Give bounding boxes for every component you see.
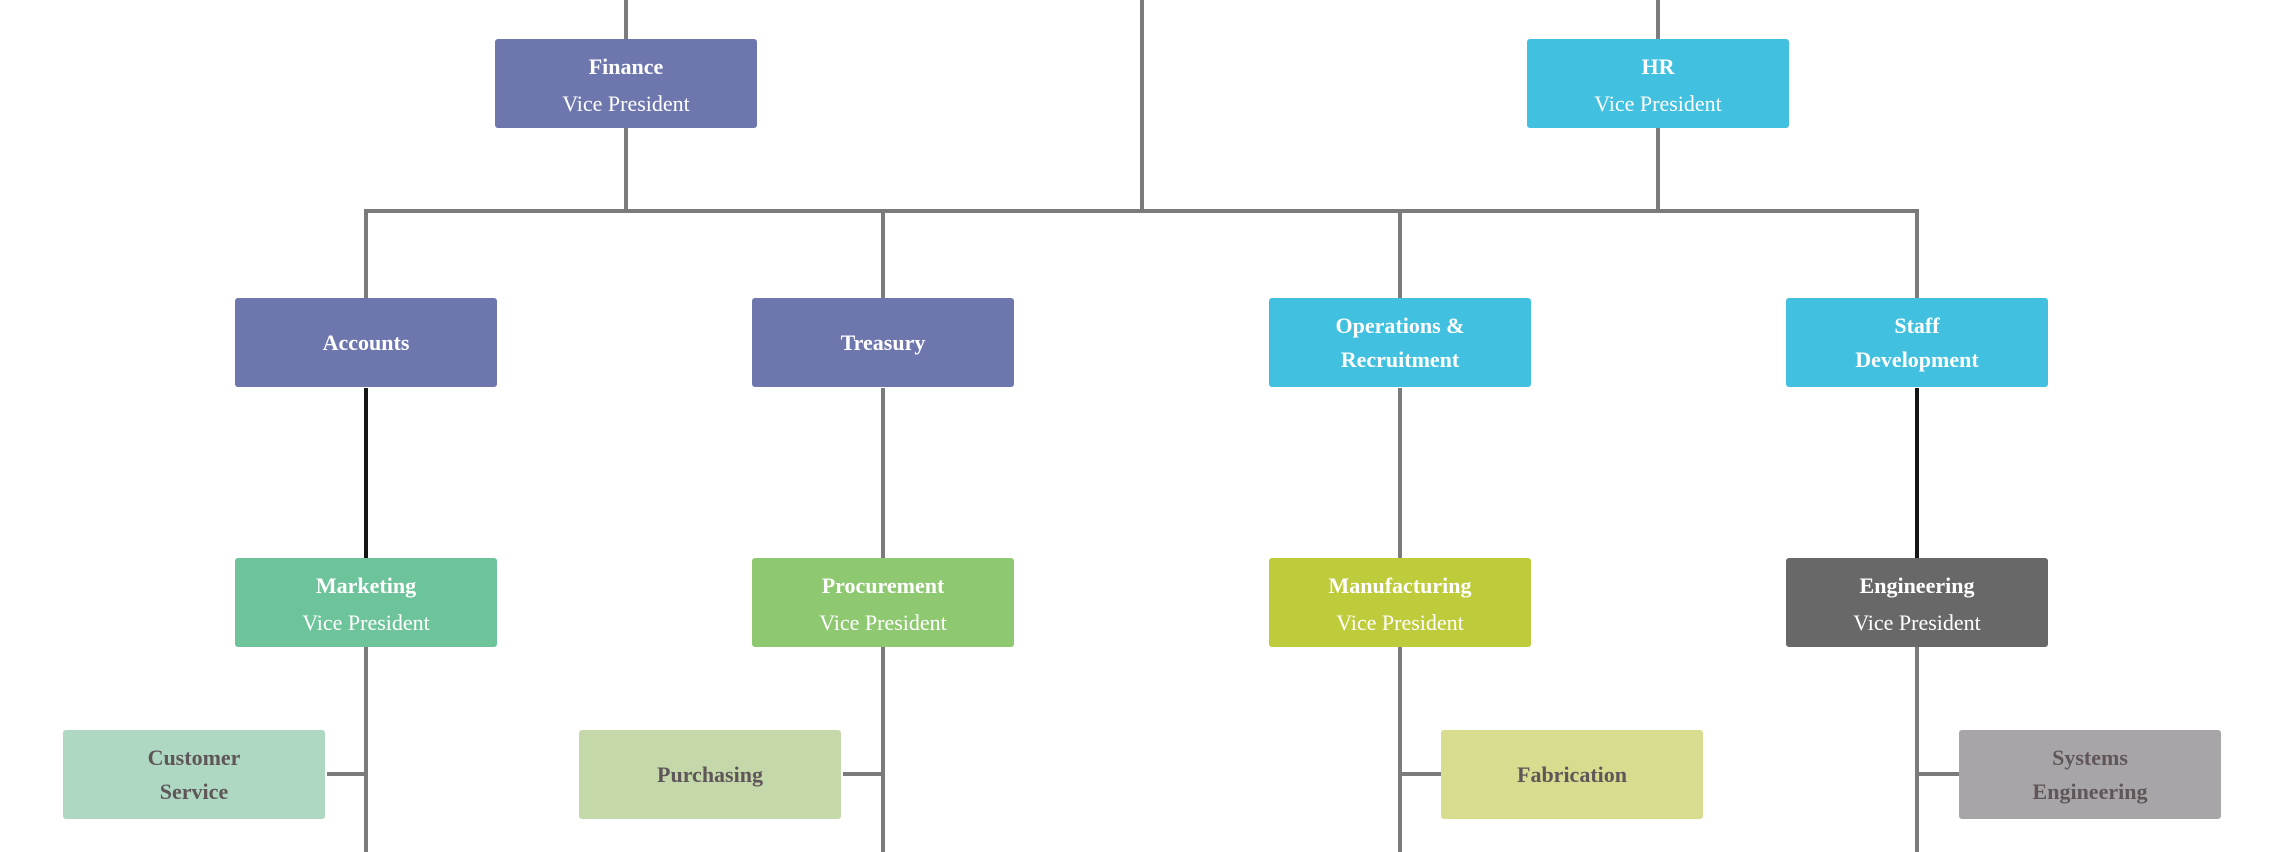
node-subtitle: Vice President [1336,609,1464,635]
connector-marketing-down [364,646,368,852]
connector-stub-customer-service [327,772,366,776]
node-customer-service[interactable]: Customer Service [63,730,325,819]
connector-accounts-to-marketing [364,388,368,558]
connector-top-to-finance [624,0,628,39]
node-subtitle: Vice President [1853,609,1981,635]
node-title: Operations & Recruitment [1335,312,1465,372]
connector-bus-to-operations [1398,211,1402,298]
node-accounts[interactable]: Accounts [235,298,497,387]
node-purchasing[interactable]: Purchasing [579,730,841,819]
connector-stub-fabrication [1400,772,1441,776]
connector-bus-to-staff-development [1915,211,1919,298]
connector-center-trunk [1140,0,1144,213]
node-title: Systems Engineering [2032,744,2148,804]
node-treasury[interactable]: Treasury [752,298,1014,387]
node-operations-recruitment[interactable]: Operations & Recruitment [1269,298,1531,387]
connector-bus-to-treasury [881,211,885,298]
node-subtitle: Vice President [562,90,690,116]
connector-manufacturing-down [1398,646,1402,852]
node-title: Staff Development [1855,312,1979,372]
node-fabrication[interactable]: Fabrication [1441,730,1703,819]
node-title: Fabrication [1517,761,1627,787]
connector-operations-to-manufacturing [1398,388,1402,558]
node-title: Engineering [1859,572,1975,598]
connector-staff-development-to-engineering [1915,388,1919,558]
node-title: Marketing [315,572,417,598]
connector-treasury-to-procurement [881,388,885,558]
node-engineering[interactable]: Engineering Vice President [1786,558,2048,647]
node-title: Manufacturing [1328,572,1472,598]
node-title: Treasury [840,329,926,355]
node-manufacturing[interactable]: Manufacturing Vice President [1269,558,1531,647]
node-subtitle: Vice President [302,609,430,635]
node-title: Procurement [821,572,945,598]
connector-finance-to-bus [624,128,628,213]
connector-stub-systems-engineering [1917,772,1959,776]
connector-engineering-down [1915,646,1919,852]
node-hr[interactable]: HR Vice President [1527,39,1789,128]
node-title: Finance [588,53,664,79]
node-finance[interactable]: Finance Vice President [495,39,757,128]
node-title: Purchasing [657,761,763,787]
connector-top-to-hr [1656,0,1660,39]
node-procurement[interactable]: Procurement Vice President [752,558,1014,647]
node-title: Customer Service [147,744,241,804]
node-systems-engineering[interactable]: Systems Engineering [1959,730,2221,819]
connector-stub-purchasing [843,772,883,776]
node-marketing[interactable]: Marketing Vice President [235,558,497,647]
node-subtitle: Vice President [819,609,947,635]
connector-procurement-down [881,646,885,852]
connector-bus-to-accounts [364,211,368,298]
connector-bus [364,209,1919,213]
node-title: HR [1641,53,1675,79]
node-title: Accounts [322,329,410,355]
node-staff-development[interactable]: Staff Development [1786,298,2048,387]
node-subtitle: Vice President [1594,90,1722,116]
connector-hr-to-bus [1656,128,1660,213]
